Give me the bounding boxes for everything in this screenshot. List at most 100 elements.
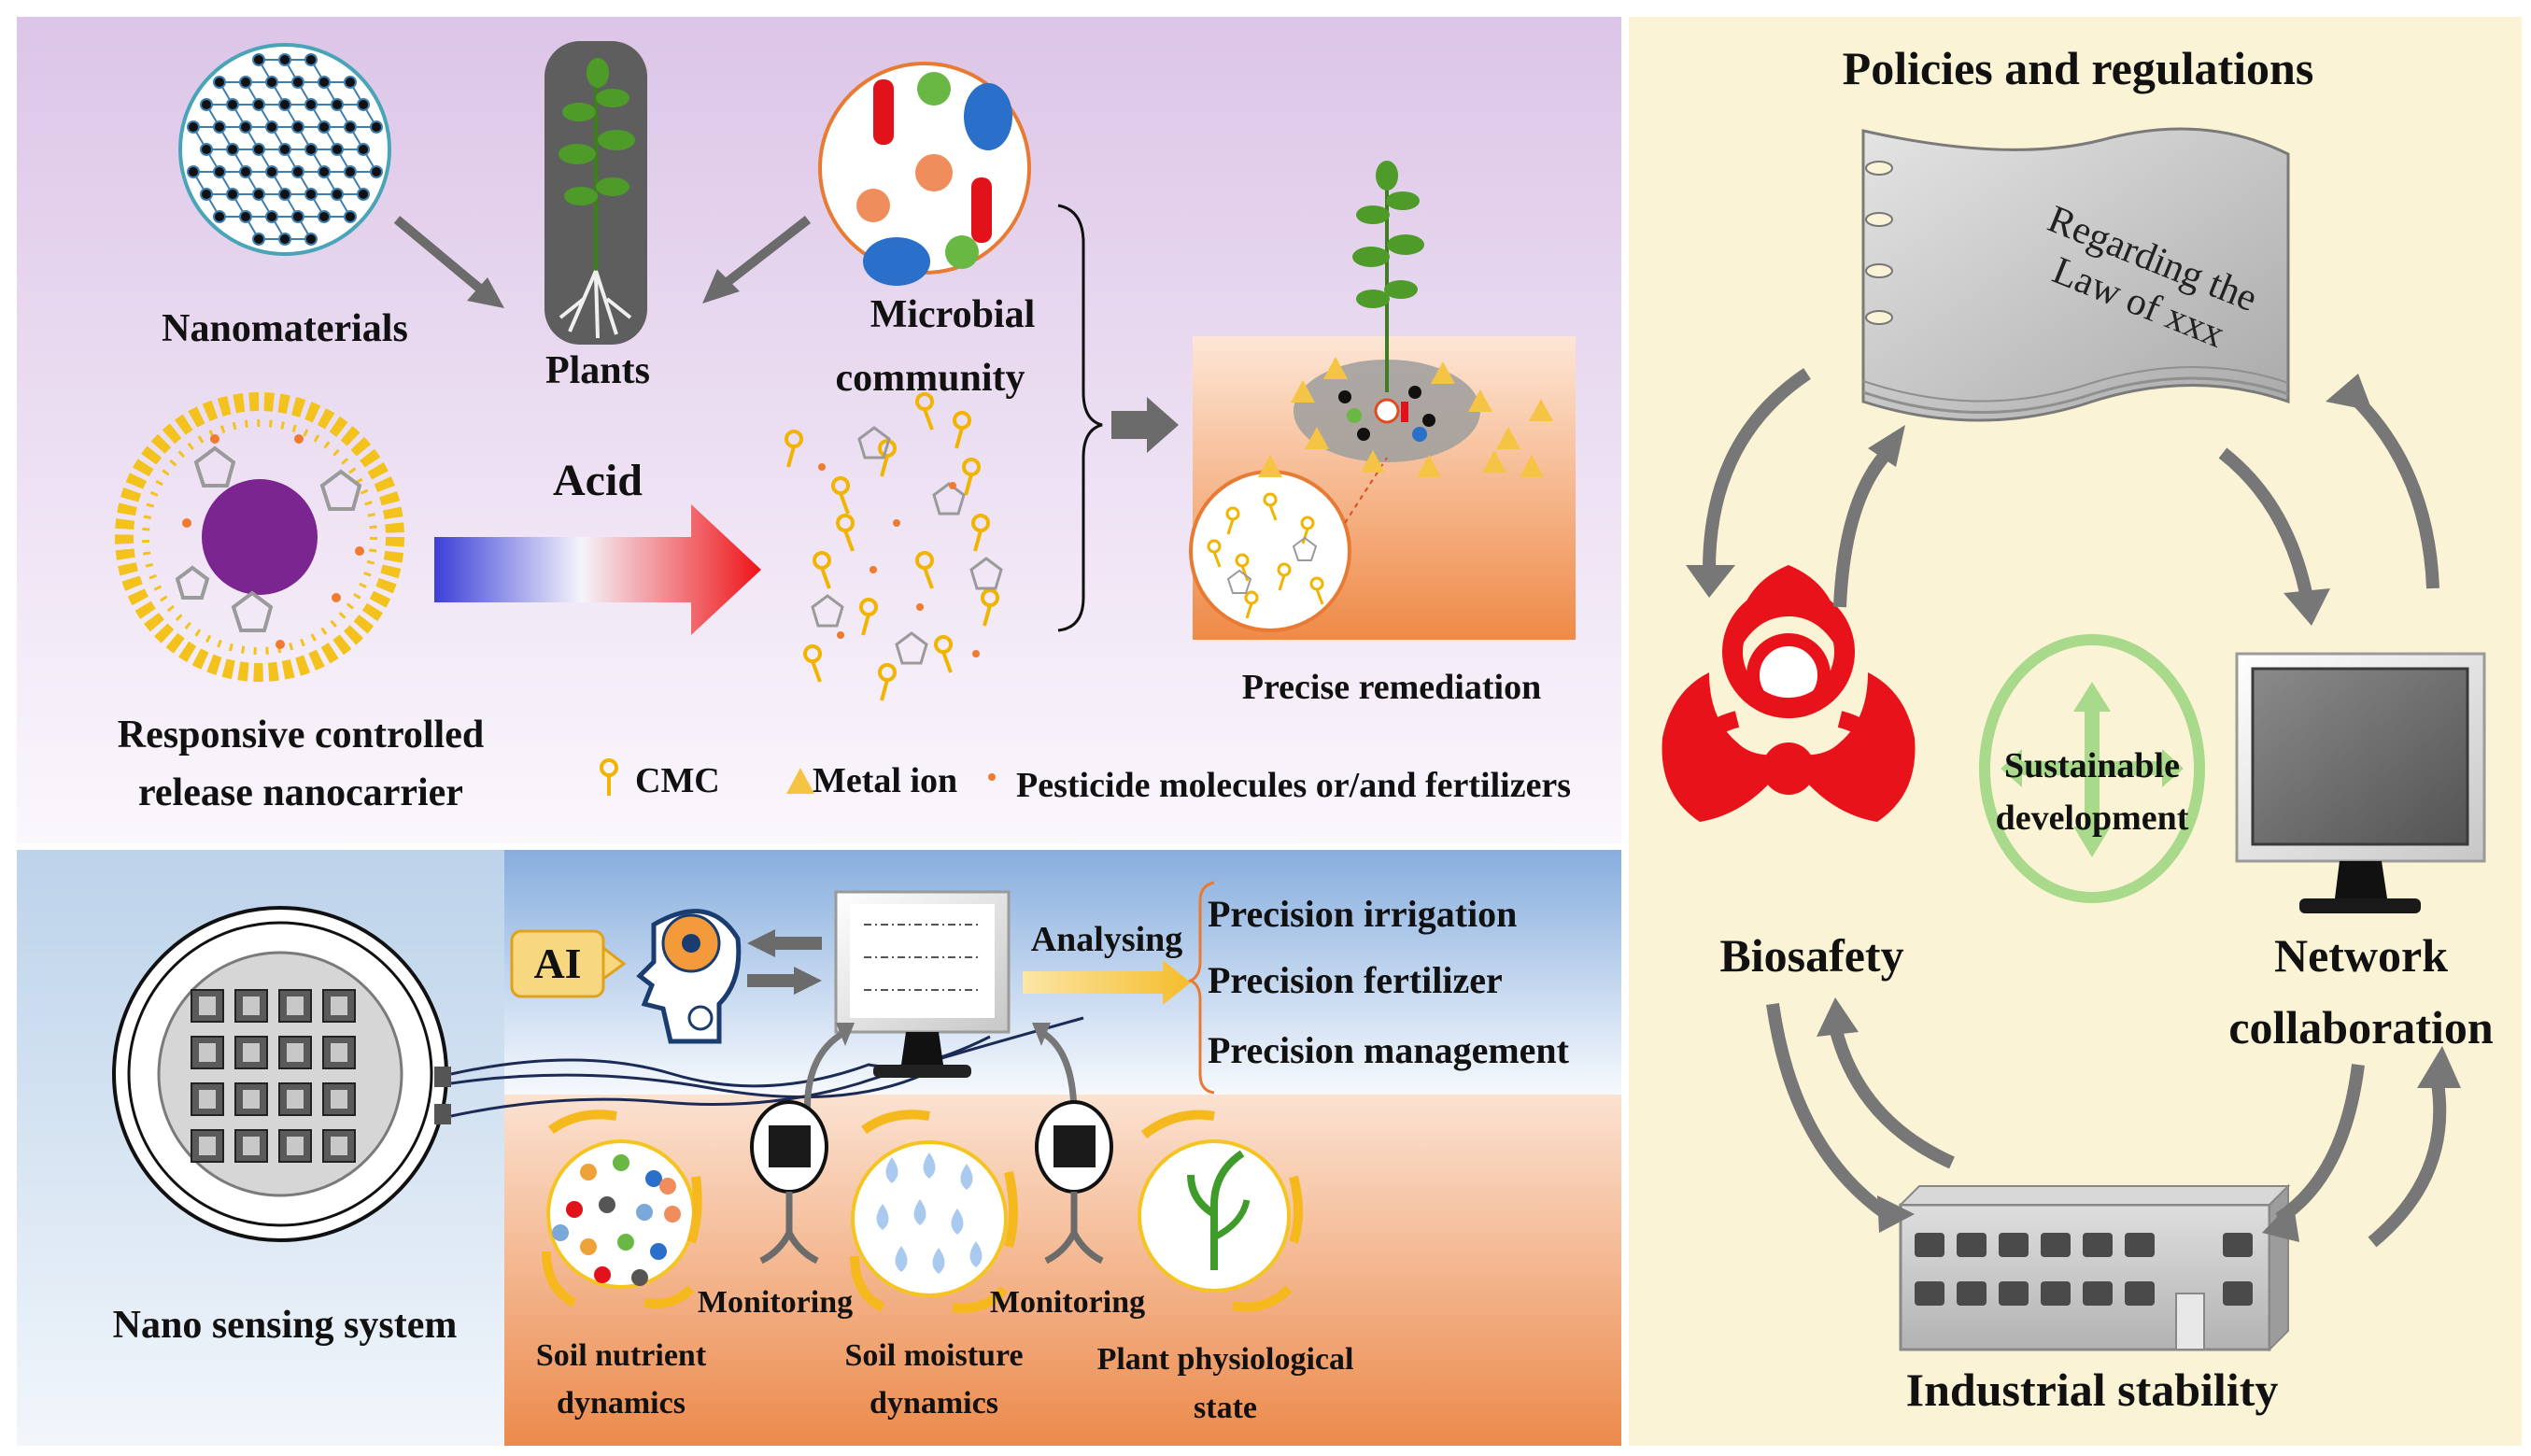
monitoring-label-2: Monitoring [990,1285,1145,1320]
graphene-atom [318,210,331,223]
graphene-atom [344,120,357,134]
nutrient-dot [631,1269,648,1286]
cmc-tail [839,492,850,515]
inset-cmc-tail [1278,574,1286,591]
graphene-atom [304,98,318,111]
biosafety-label: Biosafety [1719,929,1903,982]
analysing-label: Analysing [1031,920,1183,959]
sustainable-development-icon [1979,634,2205,903]
metal-ion [1323,357,1348,379]
graphene-atom [318,165,331,178]
factory-window [2223,1281,2253,1306]
factory-window [1999,1233,2029,1257]
cycle-arrowheads [1686,374,2461,1242]
pesticide-dot [893,519,900,527]
water-drop [951,1209,964,1235]
arrow-to-remediation [1111,397,1179,453]
metal-ion [1496,427,1520,449]
pesticide-pentagon [895,631,928,665]
graphene-atom [239,76,252,89]
sensor-cell-core [287,1043,304,1062]
output-management: Precision management [1208,1029,1570,1071]
analysis-monitor-icon [834,890,1011,1078]
graphene-atom [318,120,331,134]
metal-ion [1291,380,1315,403]
graphene-atom [226,188,239,201]
arrowhead-right [1032,1023,1051,1046]
factory-window [1957,1281,1987,1306]
soil-nutrient-icon [542,1110,702,1308]
graphene-atom [357,188,370,201]
soil-moisture-label-1: Soil moisture [844,1338,1023,1373]
precise-remediation-label: Precise remediation [1242,668,1541,707]
pesticide-dot [837,631,844,639]
water-drop [932,1248,945,1274]
network-label-2: collaboration [2228,1001,2494,1053]
nutrient-dot [580,1238,597,1255]
metal-ion [1361,450,1385,473]
nutrient-dot [645,1170,662,1187]
pesticide-pentagon [811,594,844,628]
inset-cmc-tail [1268,504,1278,521]
nanocarrier-label-1: Responsive controlled [118,714,484,756]
industrial-label: Industrial stability [1906,1364,2279,1416]
biohazard-icon [1661,565,1916,822]
arrow-nano-to-plants [393,216,504,308]
sensor-cell-core [331,997,347,1015]
outputs-brace [1187,881,1215,1095]
graphene-atom [265,210,278,223]
nanocarrier-icon [115,392,404,682]
policies-label: Policies and regulations [1843,42,2314,94]
plant-state-label-1: Plant physiological [1097,1342,1354,1377]
ai-head-icon [636,909,742,1044]
monitoring-sensor-1-icon [750,1100,828,1265]
nutrient-dot [613,1154,629,1171]
water-drop [969,1241,983,1267]
factory-window [2041,1233,2071,1257]
graphene-atom [187,165,200,178]
graphene-atom [213,210,226,223]
graphene-atom [291,165,304,178]
arrow-microbe-to-plants [702,216,812,304]
legend: CMC Metal ion Pesticide molecules or/and… [600,758,1571,805]
graphene-atom [357,98,370,111]
network-monitor-icon [2235,652,2486,913]
factory-icon [1898,1183,2291,1352]
legend-cmc-icon [600,758,618,796]
graphene-icon [178,43,391,256]
network-label-1: Network [2274,929,2448,982]
sensor-cell-core [199,1137,216,1155]
graphene-atom [318,76,331,89]
graphene-atom [331,98,344,111]
cmc-tail [843,530,855,552]
inset-pentagon [1292,536,1318,561]
inset-cmc-tail [1301,528,1309,544]
nutrient-dot [580,1164,597,1180]
sensor-cell-core [243,1137,260,1155]
nutrient-dot [566,1201,583,1218]
output-irrigation: Precision irrigation [1208,893,1517,935]
cmc-tail [973,530,983,552]
cmc-tail [983,604,992,627]
sensor-cell-core [331,1090,347,1109]
pesticide-dot [870,566,877,573]
sensor-cell-core [243,1090,260,1109]
ai-label: AI [533,940,581,987]
nutrient-dot [552,1224,569,1241]
graphene-atom [304,233,318,246]
metal-ion [1520,455,1544,477]
cmc-tail [786,445,796,468]
cmc-tail [861,614,870,636]
graphene-atom [213,76,226,89]
brace-icon [1057,204,1103,632]
plant-state-label-2: state [1194,1391,1257,1425]
sensor-cell-core [287,997,304,1015]
legend-cmc-label: CMC [635,761,720,800]
metal-ion [1482,450,1506,473]
monitoring-sensor-2-icon [1035,1100,1113,1265]
graphene-atom [252,53,265,66]
sensor-cell-core [331,1137,347,1155]
microbe-circle-icon [818,62,1031,286]
sensor-cell-core [199,997,216,1015]
